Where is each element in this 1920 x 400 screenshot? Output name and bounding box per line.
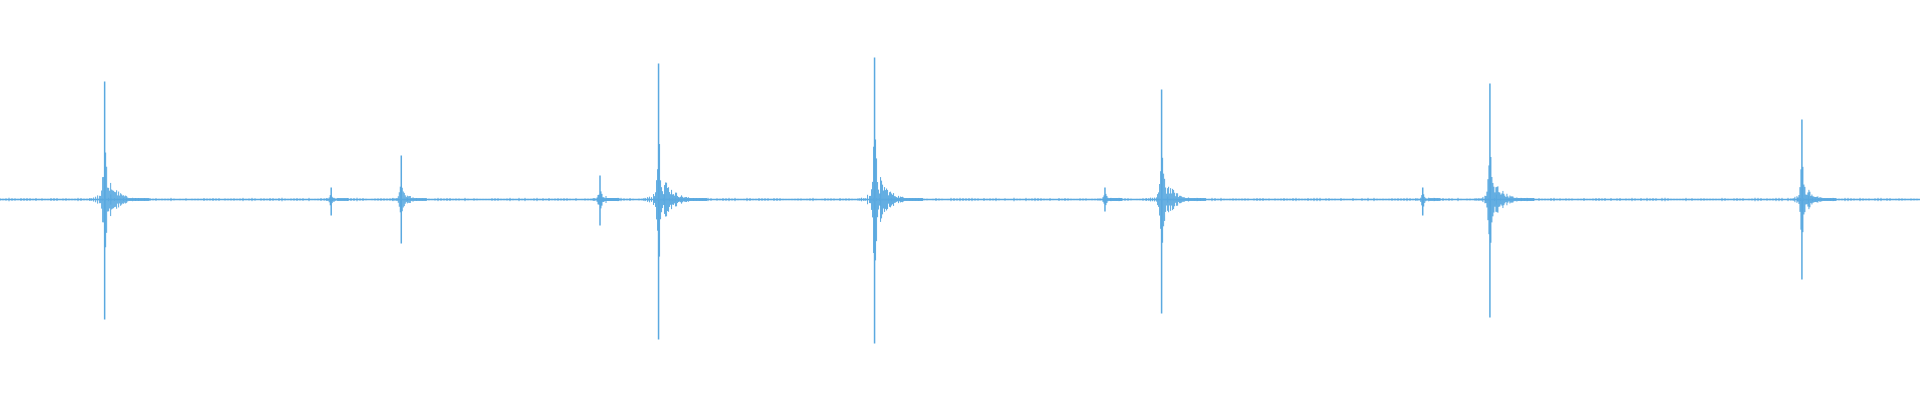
waveform-peak	[323, 187, 349, 216]
waveform-peak	[391, 155, 427, 244]
waveform-peak	[89, 81, 150, 320]
waveform-peak	[1097, 187, 1123, 212]
waveform-peak	[1146, 89, 1207, 314]
waveform-peak	[859, 57, 924, 344]
waveform-peak	[1415, 187, 1441, 216]
waveform-peaks	[0, 57, 1918, 344]
waveform-peak	[1474, 83, 1535, 318]
waveform-peak	[1790, 119, 1837, 280]
waveform-peak	[592, 175, 620, 226]
waveform-peak	[643, 63, 708, 340]
